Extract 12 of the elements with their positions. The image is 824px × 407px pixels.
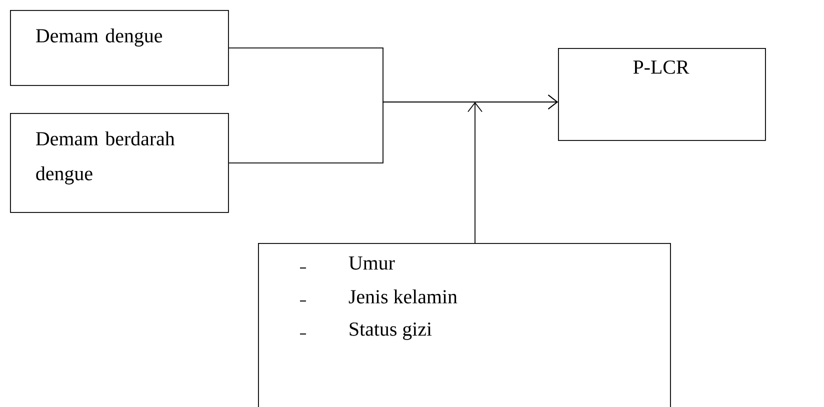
list-box (258, 243, 671, 407)
list-item: Umur (348, 256, 395, 270)
list-item: Jenis kelamin (348, 289, 458, 304)
label-box (10, 10, 229, 86)
arrow (228, 94, 558, 164)
list-item: Status gizi (350, 322, 432, 340)
arrow (468, 102, 482, 244)
box-label: P-LCR (633, 60, 690, 74)
box-label: Demam dengue (36, 28, 162, 47)
label-box (10, 113, 229, 213)
box-label: Demam berdarah dengue (36, 131, 175, 184)
label-box (558, 48, 766, 141)
